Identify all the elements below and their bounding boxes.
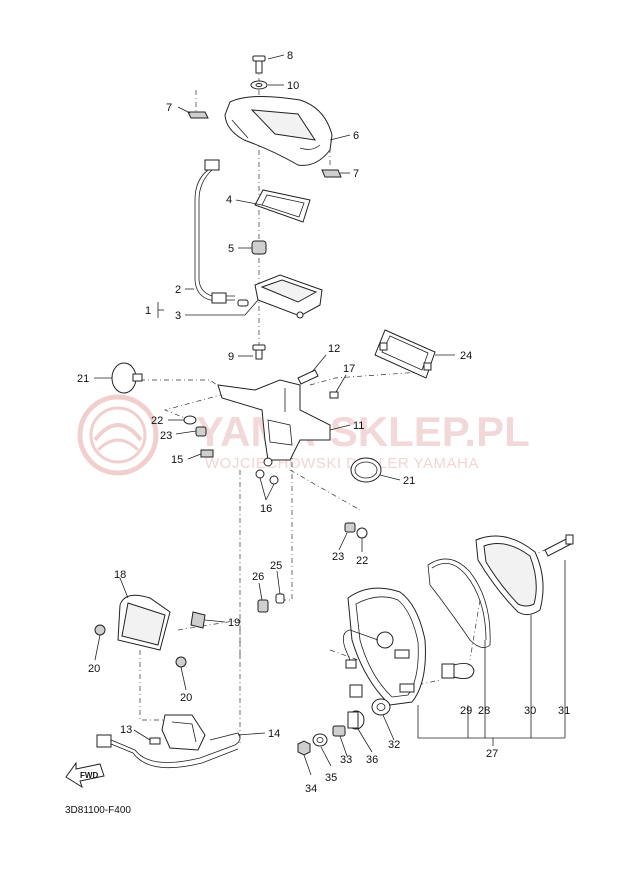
part-26-collar [257, 599, 269, 613]
label-part-13: 13 [120, 724, 132, 736]
leader-lines [94, 54, 566, 776]
part-6-meter-cover [224, 95, 333, 166]
label-part-36: 36 [366, 754, 378, 766]
watermark-brand: YAMA-SKLEP.PL [196, 408, 530, 455]
label-part-15: 15 [171, 454, 183, 466]
watermark: YAMA-SKLEP.PL WOJCIECHOWSKI DEALER YAMAH… [77, 394, 530, 476]
label-part-20: 20 [88, 663, 100, 675]
label-part-7: 7 [166, 102, 172, 114]
part-20-screw [94, 624, 106, 636]
part-21-reflector-2 [350, 457, 382, 483]
label-part-18: 18 [114, 569, 126, 581]
part-10-washer [250, 80, 268, 90]
bulb-socket-wire [342, 629, 379, 698]
label-part-32: 32 [388, 739, 400, 751]
label-part-2: 2 [175, 284, 181, 296]
part-20-screw-2 [175, 656, 187, 668]
part-23-nut [195, 426, 207, 437]
label-part-12: 12 [328, 343, 340, 355]
label-part-35: 35 [325, 772, 337, 784]
label-part-30: 30 [524, 705, 536, 717]
fwd-label: FWD [80, 771, 98, 780]
label-part-34: 34 [305, 783, 317, 795]
part-14-lead-wire [96, 732, 241, 769]
part-23-nut-2 [344, 522, 356, 533]
label-part-31: 31 [558, 705, 570, 717]
label-part-10: 10 [287, 80, 299, 92]
label-part-11: 11 [353, 420, 364, 432]
label-part-9: 9 [228, 351, 234, 363]
label-part-23: 23 [160, 430, 172, 442]
part-25-nut [275, 593, 285, 604]
part-15-clip [200, 449, 214, 458]
label-part-20-2: 20 [180, 692, 192, 704]
label-part-21: 21 [77, 373, 89, 385]
part-5-grommet [251, 240, 267, 255]
label-part-8: 8 [287, 50, 293, 62]
label-part-25: 25 [270, 560, 282, 572]
guide-lines [139, 66, 546, 745]
diagram-code: 3D81100-F400 [65, 805, 131, 816]
part-22-washer [183, 415, 197, 425]
label-part-5: 5 [228, 243, 234, 255]
part-16-screws [255, 457, 279, 485]
watermark-logo [77, 394, 159, 476]
fwd-arrow: FWD [65, 761, 105, 789]
part-32-grommet [371, 698, 391, 716]
label-part-26: 26 [252, 571, 264, 583]
label-part-16: 16 [260, 503, 272, 515]
label-part-23-2: 23 [332, 551, 344, 563]
label-part-3: 3 [175, 310, 181, 322]
part-30-lens [475, 535, 544, 616]
part-13-bolt [149, 737, 161, 745]
part-24-license-light [374, 329, 436, 379]
part-3-speedometer [237, 274, 323, 319]
part-19-tape [190, 611, 206, 629]
part-7-pad-2 [321, 169, 342, 178]
part-17-screw [329, 391, 339, 399]
part-33-spacer [332, 725, 346, 737]
part-2-wire-harness [194, 159, 235, 304]
part-28-gasket [427, 558, 491, 648]
part-8-bolt [252, 55, 266, 74]
part-22-washer-2 [356, 527, 368, 539]
part-7-pad [187, 111, 209, 119]
label-part-4: 4 [226, 194, 232, 206]
label-part-22-2: 22 [356, 555, 368, 567]
watermark-subtitle: WOJCIECHOWSKI DEALER YAMAHA [205, 455, 479, 472]
label-part-14: 14 [268, 728, 280, 740]
label-part-7-2: 7 [353, 168, 359, 180]
label-part-17: 17 [343, 363, 355, 375]
label-part-22: 22 [151, 415, 163, 427]
part-29-bulb [441, 663, 475, 679]
label-part-33: 33 [340, 754, 352, 766]
label-part-1: 1 [145, 305, 151, 317]
taillight-housing [347, 587, 426, 706]
part-4-gasket [254, 189, 311, 223]
part-31-screw [544, 534, 574, 557]
label-part-28: 28 [478, 705, 490, 717]
part-34-nut [297, 740, 311, 756]
part-9-bolt [252, 344, 266, 360]
callout-labels: 8 10 7 6 7 4 5 2 1 3 9 12 24 17 21 22 23… [77, 50, 570, 795]
label-part-24: 24 [460, 350, 472, 362]
part-21-reflector [111, 362, 143, 394]
part-12-bolt [297, 369, 319, 385]
label-part-29: 29 [460, 705, 472, 717]
part-11-bracket [217, 379, 331, 461]
label-part-27: 27 [486, 748, 498, 760]
label-part-21-2: 21 [403, 475, 415, 487]
part-35-washer [312, 733, 328, 747]
relay-unit [161, 714, 206, 751]
label-part-19: 19 [228, 617, 240, 629]
part-18-flasher-relay [117, 594, 171, 651]
label-part-6: 6 [353, 130, 359, 142]
part-36-collar [347, 710, 365, 730]
